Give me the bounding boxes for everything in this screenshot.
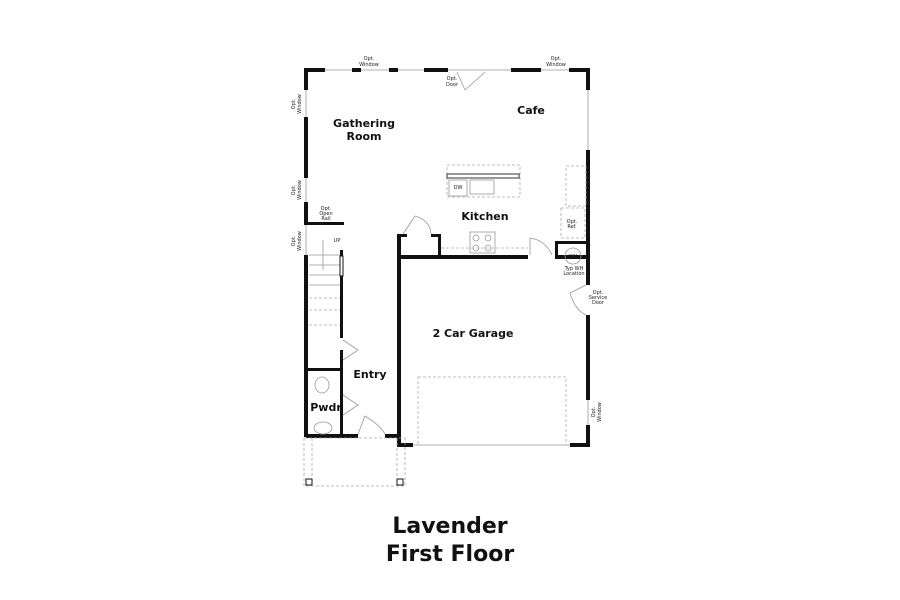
left-window-note-1: Opt. Window [291, 94, 303, 114]
powder-fixtures [313, 376, 333, 435]
svg-text:Opt.: Opt. [447, 76, 458, 82]
opt-door-note: Opt. Door [446, 76, 459, 88]
svg-text:Open: Open [319, 211, 332, 217]
svg-text:Rail: Rail [321, 216, 330, 222]
powder-label: Pwdr [310, 401, 342, 414]
svg-text:Opt.: Opt. [291, 235, 297, 246]
stairs [309, 240, 344, 326]
cafe-label: Cafe [517, 104, 545, 117]
svg-text:Opt.: Opt. [591, 406, 597, 417]
svg-text:Opt.: Opt. [364, 56, 375, 62]
top-window-note-1: Opt. Window [359, 56, 379, 68]
doors [342, 71, 587, 435]
dishwasher-label: DW [454, 185, 463, 191]
svg-text:Window: Window [597, 402, 603, 422]
svg-text:Window: Window [546, 62, 566, 68]
water-heater-label: WH [569, 254, 578, 260]
svg-text:Ref.: Ref. [567, 224, 577, 230]
right-window-note: Opt. Window [591, 402, 603, 422]
gathering-room-label: Gathering [333, 117, 395, 130]
svg-text:Opt.: Opt. [551, 56, 562, 62]
svg-text:Typ WH: Typ WH [564, 266, 584, 272]
svg-text:Door: Door [592, 300, 605, 306]
svg-text:Service: Service [589, 295, 607, 301]
gathering-room-label-2: Room [346, 130, 381, 143]
wh-location-note: Typ WH Location [563, 266, 584, 277]
left-window-note-3: Opt. Window [291, 231, 303, 251]
svg-text:Window: Window [297, 180, 303, 200]
svg-text:Door: Door [446, 82, 459, 88]
garage-label: 2 Car Garage [433, 327, 514, 340]
top-window-note-2: Opt. Window [546, 56, 566, 68]
svg-text:Opt.: Opt. [291, 184, 297, 195]
svg-text:Window: Window [359, 62, 379, 68]
porch [303, 437, 406, 487]
kitchen-fixtures [441, 164, 587, 265]
floor-name: First Floor [385, 542, 515, 567]
svg-text:Opt.: Opt. [567, 219, 578, 225]
svg-text:Opt.: Opt. [321, 206, 332, 212]
kitchen-label: Kitchen [461, 210, 508, 223]
open-rail-note: Opt. Open Rail [319, 206, 332, 222]
entry-label: Entry [353, 368, 386, 381]
opt-ref-note: Opt. Ref. [567, 219, 578, 230]
svg-text:Opt.: Opt. [291, 98, 297, 109]
plan-name: Lavender [392, 514, 508, 539]
service-door-note: Opt. Service Door [589, 290, 607, 306]
svg-text:Opt.: Opt. [593, 290, 604, 296]
svg-text:Window: Window [297, 94, 303, 114]
svg-text:Window: Window [297, 231, 303, 251]
svg-text:Location: Location [563, 271, 584, 277]
left-window-note-2: Opt. Window [291, 180, 303, 200]
exterior-walls [304, 68, 590, 447]
stairs-up-label: UP [334, 238, 341, 244]
